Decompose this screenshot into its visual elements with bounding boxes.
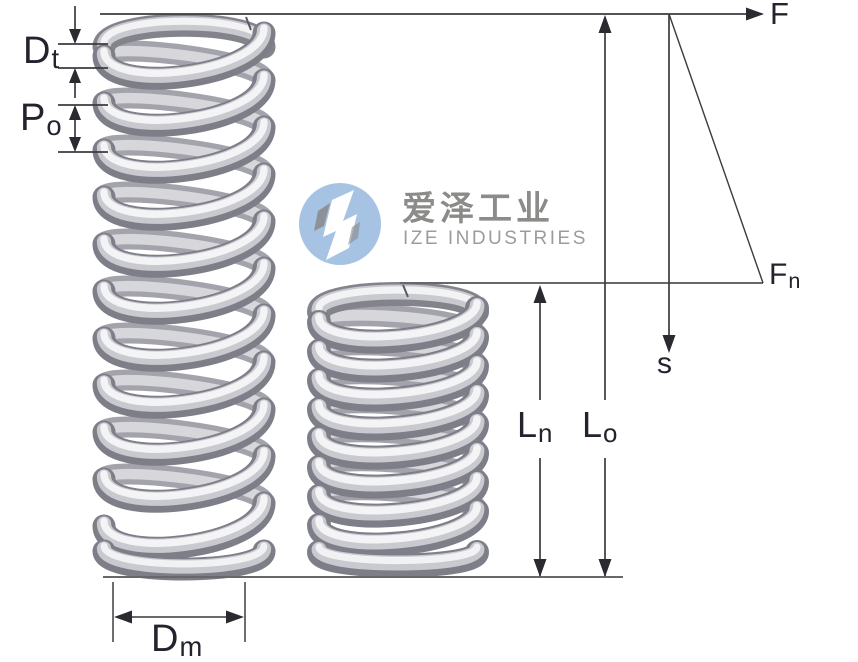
mean-diameter-label: Dm — [151, 618, 203, 662]
deflection-axis-arrowhead — [662, 335, 676, 353]
loaded-length-arrowheads — [533, 285, 547, 577]
spring-coil-stroke — [100, 71, 268, 124]
pitch-subscript: o — [46, 110, 62, 142]
spring-coil-stroke — [100, 118, 268, 171]
spring-coil-stroke — [315, 473, 481, 515]
free-length-label: Lo — [582, 404, 618, 449]
force-at-n-label: Fn — [769, 258, 801, 294]
short-spring-illustration — [307, 282, 489, 578]
spring-coil-stroke — [100, 494, 268, 547]
force-axis-label: F — [770, 0, 789, 31]
spring-coil-stroke — [100, 542, 268, 568]
spring-coil-stroke — [100, 353, 268, 406]
pitch-label: Po — [20, 97, 62, 142]
wire-diameter-arrowheads — [69, 29, 81, 83]
mean-diameter-dimension — [112, 582, 246, 642]
spring-coil-stroke — [315, 357, 481, 399]
spring-coil-stroke — [100, 259, 268, 312]
force-deflection-diagram — [100, 13, 764, 349]
pitch-arrowheads — [69, 105, 81, 152]
spring-coil-stroke — [100, 447, 268, 500]
spring-coil-stroke — [315, 328, 481, 370]
wire-diameter-label: Dt — [23, 30, 60, 75]
tall-spring-illustration — [92, 13, 276, 581]
mean-diameter-subscript: m — [179, 631, 203, 662]
spring-coil-stroke — [100, 212, 268, 265]
force-axis-arrowhead — [746, 7, 764, 21]
spring-coil-stroke — [315, 543, 481, 565]
spring-wire-end-seams — [245, 16, 409, 298]
wire-diameter-subscript: t — [51, 43, 60, 75]
spring-coil-stroke — [315, 415, 481, 457]
force-at-n-subscript: n — [788, 268, 801, 294]
loaded-length-subscript: n — [538, 420, 553, 449]
free-length-arrowheads — [598, 15, 612, 577]
spring-coil-stroke — [100, 306, 268, 359]
spring-coil-stroke — [315, 444, 481, 486]
spring-coil-stroke — [315, 299, 481, 341]
mean-diameter-arrowheads — [114, 610, 244, 624]
spring-coil-stroke — [315, 502, 481, 544]
spring-coil-stroke — [100, 165, 268, 218]
force-diagram-arrowheads — [662, 7, 764, 353]
reference-lines — [103, 282, 763, 578]
spring-coil-stroke — [315, 386, 481, 428]
watermark-brand-cn: 爱泽工业 — [402, 190, 554, 228]
spring-characteristic-line — [668, 13, 764, 284]
free-length-subscript: o — [603, 420, 618, 449]
spring-coil-stroke — [100, 24, 268, 77]
deflection-axis-label: s — [657, 347, 672, 380]
ize-logo-icon — [299, 183, 381, 265]
watermark-brand-en: IZE INDUSTRIES — [403, 228, 588, 249]
loaded-length-label: Ln — [517, 404, 553, 449]
spring-coil-stroke — [100, 400, 268, 453]
